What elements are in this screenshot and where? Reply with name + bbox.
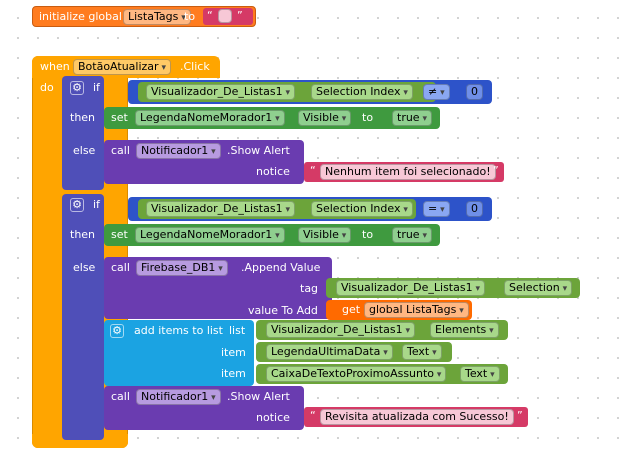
to-label: to	[184, 10, 196, 23]
operator-dropdown[interactable]: =	[423, 201, 450, 217]
mutator-gear-icon[interactable]: ⚙	[70, 198, 84, 212]
get-label: get	[342, 303, 361, 316]
quote-close: ”	[237, 9, 243, 22]
quote-close: ”	[493, 164, 499, 177]
set-property-dropdown[interactable]: Visible	[298, 227, 352, 243]
call-label: call	[111, 390, 130, 403]
text-block-1[interactable]: “ Nenhum item foi selecionado! ”	[304, 162, 504, 182]
mutator-gear-icon[interactable]: ⚙	[110, 324, 124, 338]
list-param-label: list	[229, 324, 246, 337]
then-label: then	[70, 111, 96, 124]
empty-text-field[interactable]	[218, 9, 232, 23]
initialize-global-label: initialize global	[39, 10, 122, 23]
get-variable-dropdown[interactable]: global ListaTags	[364, 302, 469, 318]
list-property-dropdown[interactable]: Elements	[430, 322, 499, 338]
do-label: do	[40, 81, 54, 94]
quote-open: “	[310, 164, 316, 177]
item2-property-dropdown[interactable]: Text	[460, 366, 500, 382]
component-dropdown[interactable]: Visualizador_De_Listas1	[146, 84, 295, 100]
operator-dropdown[interactable]: ≠	[423, 84, 450, 100]
item-param-label: item	[221, 367, 246, 380]
tag-property-dropdown[interactable]: Selection	[504, 280, 573, 296]
number-block[interactable]: 0	[466, 84, 483, 100]
call-component-dropdown[interactable]: Notificador1	[136, 389, 221, 405]
append-value-method-label: .Append Value	[241, 261, 321, 274]
event-block-footer	[32, 434, 128, 448]
call-component-dropdown[interactable]: Notificador1	[136, 143, 221, 159]
item1-property-dropdown[interactable]: Text	[402, 344, 442, 360]
quote-open: “	[310, 409, 316, 422]
notice-param-label: notice	[256, 411, 290, 424]
event-name-label: .Click	[180, 60, 210, 73]
to-label: to	[362, 228, 374, 241]
add-items-to-list-block[interactable]	[104, 320, 254, 386]
else-label: else	[73, 261, 96, 274]
item1-component-dropdown[interactable]: LegendaUltimaData	[266, 344, 393, 360]
empty-text-block[interactable]: “ ”	[203, 8, 253, 25]
method-label: .Show Alert	[227, 390, 290, 403]
tag-component-dropdown[interactable]: Visualizador_De_Listas1	[336, 280, 485, 296]
item2-component-dropdown[interactable]: CaixaDeTextoProximoAssunto	[266, 366, 447, 382]
text-field[interactable]: Revisita atualizada com Sucesso!	[320, 409, 514, 425]
set-component-dropdown[interactable]: LegendaNomeMorador1	[135, 227, 285, 243]
mutator-gear-icon[interactable]: ⚙	[70, 81, 84, 95]
set-label: set	[111, 228, 128, 241]
item-param-label: item	[221, 346, 246, 359]
set-property-dropdown[interactable]: Visible	[298, 110, 352, 126]
if-label: if	[93, 198, 100, 211]
global-variable-name-field[interactable]: ListaTags	[123, 9, 191, 25]
if-else-block-2[interactable]	[62, 194, 104, 440]
property-dropdown[interactable]: Selection Index	[311, 201, 413, 217]
set-label: set	[111, 111, 128, 124]
value-to-add-param-label: value To Add	[248, 304, 318, 317]
event-component-dropdown[interactable]: BotãoAtualizar	[73, 59, 171, 75]
if-label: if	[93, 81, 100, 94]
when-label: when	[40, 60, 70, 73]
quote-open: “	[207, 9, 213, 22]
boolean-dropdown[interactable]: true	[392, 227, 432, 243]
call-label: call	[111, 261, 130, 274]
text-block-2[interactable]: “ Revisita atualizada com Sucesso! ”	[304, 407, 528, 427]
quote-close: ”	[517, 409, 523, 422]
number-block[interactable]: 0	[466, 201, 483, 217]
add-items-label: add items to list	[134, 324, 223, 337]
notice-param-label: notice	[256, 165, 290, 178]
method-label: .Show Alert	[227, 144, 290, 157]
else-label: else	[73, 144, 96, 157]
set-component-dropdown[interactable]: LegendaNomeMorador1	[135, 110, 285, 126]
component-dropdown[interactable]: Visualizador_De_Listas1	[146, 201, 295, 217]
call-label: call	[111, 144, 130, 157]
property-dropdown[interactable]: Selection Index	[311, 84, 413, 100]
text-field[interactable]: Nenhum item foi selecionado!	[320, 164, 496, 180]
tag-param-label: tag	[300, 282, 319, 295]
if-else-block-1[interactable]	[62, 76, 104, 190]
initialize-global-block[interactable]: initialize global ListaTags to “ ”	[32, 6, 256, 27]
list-component-dropdown[interactable]: Visualizador_De_Listas1	[266, 322, 415, 338]
then-label: then	[70, 228, 96, 241]
to-label: to	[362, 111, 374, 124]
boolean-dropdown[interactable]: true	[392, 110, 432, 126]
firebase-component-dropdown[interactable]: Firebase_DB1	[136, 260, 228, 276]
